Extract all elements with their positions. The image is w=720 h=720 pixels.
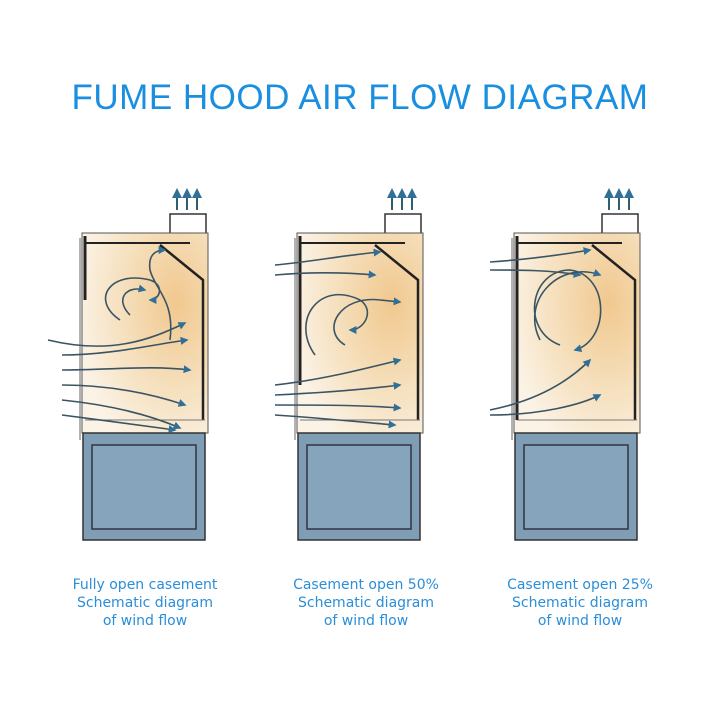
caption-line: Casement open 50%	[293, 577, 439, 593]
airflow-arrow-icon	[122, 284, 147, 316]
diagram-title: FUME HOOD AIR FLOW DIAGRAM	[71, 78, 649, 117]
caption-line: of wind flow	[537, 613, 623, 629]
airflow-arrow-icon	[533, 269, 602, 353]
fume-hood	[79, 188, 209, 541]
fume-hood	[294, 188, 424, 541]
caption-line: of wind flow	[102, 613, 188, 629]
airflow-arrow-icon	[274, 248, 382, 266]
caption-line: Schematic diagram	[76, 595, 214, 611]
airflow-arrow-icon	[61, 414, 177, 434]
caption-open-25: Casement open 25% Schematic diagram of w…	[480, 576, 680, 630]
airflow-arrow-icon	[61, 384, 187, 407]
airflow-arrow-icon	[104, 277, 161, 321]
fume-hood	[511, 188, 641, 541]
airflow-arrow-icon	[47, 322, 187, 347]
airflow-arrow-icon	[489, 358, 592, 411]
hood-chamber	[296, 232, 424, 434]
airflow-arrow-icon	[148, 246, 172, 341]
airflow-arrow-icon	[61, 336, 189, 356]
rear-baffle	[374, 244, 420, 420]
airflow-arrow-icon	[274, 403, 402, 412]
caption-line: Fully open casement	[72, 577, 218, 593]
airflow-arrow-icon	[305, 293, 369, 356]
cabinet-door	[91, 444, 197, 530]
caption-line: Schematic diagram	[297, 595, 435, 611]
airflow-arrow-icon	[489, 394, 602, 416]
airflow-arrow-icon	[61, 365, 192, 374]
rear-baffle	[591, 244, 637, 420]
caption-line: of wind flow	[323, 613, 409, 629]
caption-fully-open: Fully open casement Schematic diagram of…	[45, 576, 245, 630]
hood-chamber	[81, 232, 209, 434]
airflow-arrow-icon	[274, 357, 402, 386]
airflow-arrow-icon	[274, 414, 397, 429]
caption-line: Casement open 25%	[507, 577, 653, 593]
cabinet-door	[306, 444, 412, 530]
airflow-arrow-icon	[489, 247, 592, 263]
caption-open-50: Casement open 50% Schematic diagram of w…	[266, 576, 466, 630]
airflow-arrow-icon	[274, 381, 402, 396]
caption-line: Schematic diagram	[511, 595, 649, 611]
rear-baffle	[159, 244, 205, 420]
cabinet-door	[523, 444, 629, 530]
airflow-arrow-icon	[61, 399, 182, 430]
airflow-arrow-icon	[333, 297, 402, 346]
airflow-arrow-icon	[534, 269, 602, 341]
airflow-arrow-icon	[274, 270, 377, 279]
